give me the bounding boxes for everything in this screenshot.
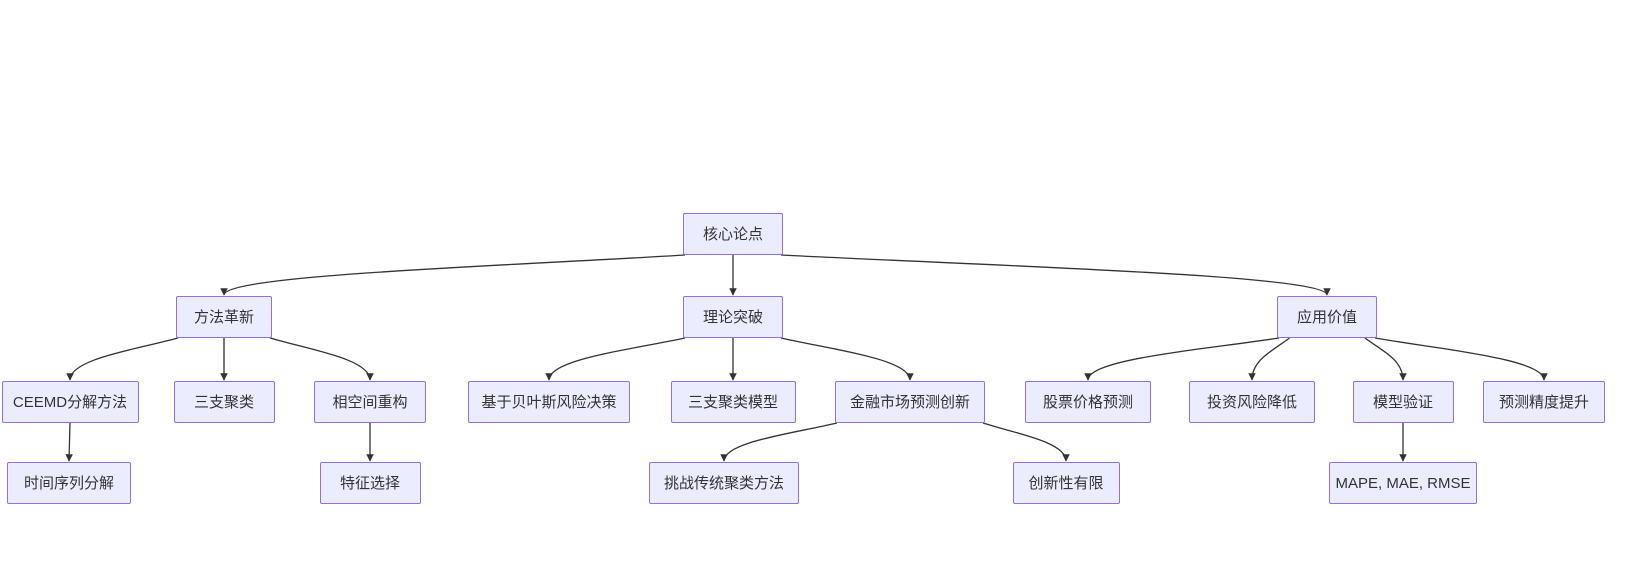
node-accuracy: 预测精度提升 [1483,381,1605,423]
node-core: 核心论点 [683,213,783,255]
edge-application-to-stock [1084,337,1280,381]
node-label-application: 应用价值 [1296,308,1357,326]
node-ceemd: CEEMD分解方法 [1,381,139,423]
node-label-ceemd: CEEMD分解方法 [12,393,128,411]
node-label-accuracy: 预测精度提升 [1498,393,1589,411]
node-risk: 投资风险降低 [1189,381,1315,423]
edge-ceemd-to-ts-decomp [65,422,73,462]
node-three-way-model: 三支聚类模型 [670,381,796,423]
node-bayes: 基于贝叶斯风险决策 [468,381,630,423]
node-application: 应用价值 [1277,296,1377,338]
edge-finance-to-challenge [720,422,838,462]
node-label-phase-space: 相空间重构 [332,393,408,411]
node-label-stock: 股票价格预测 [1042,393,1133,411]
edge-application-to-validation [1364,337,1407,381]
node-finance: 金融市场预测创新 [835,381,985,423]
edge-theory-to-finance [780,337,914,381]
edge-application-to-accuracy [1374,337,1548,381]
node-label-three-way-model: 三支聚类模型 [687,393,778,411]
node-label-validation: 模型验证 [1372,393,1433,411]
node-three-way: 三支聚类 [173,381,275,423]
node-label-ts-decomp: 时间序列分解 [23,474,114,492]
node-validation: 模型验证 [1352,381,1454,423]
node-phase-space: 相空间重构 [314,381,426,423]
node-label-theory: 理论突破 [702,308,763,326]
edge-layer [65,254,1548,462]
node-label-limited: 创新性有限 [1028,474,1104,492]
node-label-method: 方法革新 [193,308,254,326]
edge-method-to-ceemd [66,337,179,381]
edge-application-to-risk [1248,337,1290,381]
node-label-bayes: 基于贝叶斯风险决策 [481,393,617,411]
node-challenge: 挑战传统聚类方法 [649,462,799,504]
node-ts-decomp: 时间序列分解 [7,462,131,504]
edge-theory-to-bayes [545,337,686,381]
node-label-challenge: 挑战传统聚类方法 [663,474,784,492]
node-method: 方法革新 [176,296,272,338]
node-label-metrics: MAPE, MAE, RMSE [1335,474,1471,492]
node-label-core: 核心论点 [702,225,763,243]
node-metrics: MAPE, MAE, RMSE [1329,462,1477,504]
node-limited: 创新性有限 [1012,462,1120,504]
node-stock: 股票价格预测 [1025,381,1151,423]
node-label-feature: 特征选择 [339,474,400,492]
edge-method-to-phase-space [269,337,374,381]
node-theory: 理论突破 [683,296,783,338]
node-feature: 特征选择 [319,462,421,504]
node-label-finance: 金融市场预测创新 [849,393,970,411]
node-label-risk: 投资风险降低 [1206,393,1297,411]
node-label-three-way: 三支聚类 [193,393,254,411]
edge-finance-to-limited [982,422,1070,462]
edge-core-to-method [220,254,686,296]
edge-core-to-application [780,254,1331,296]
